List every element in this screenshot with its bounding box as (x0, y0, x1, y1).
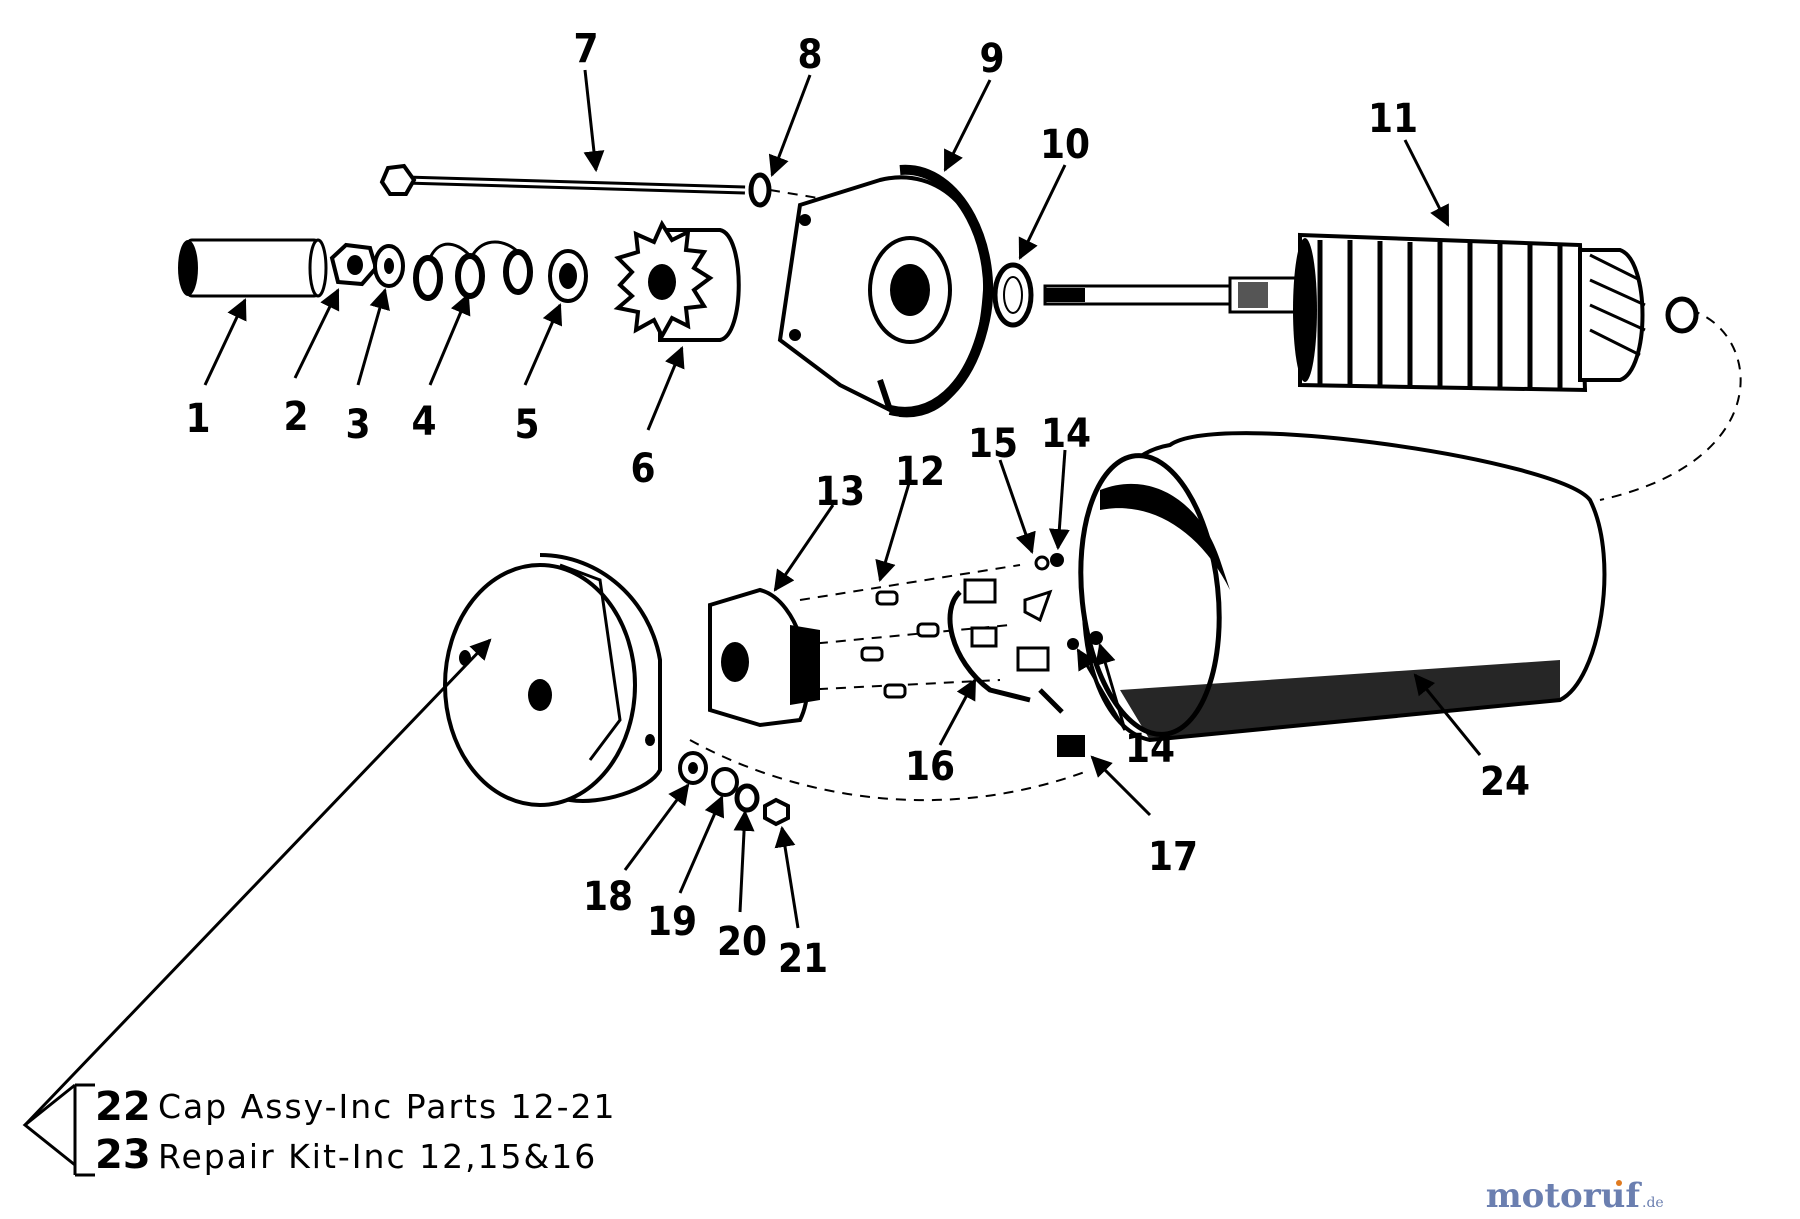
part-18-21-terminal-hardware (678, 751, 790, 827)
watermark-logo: motoruf .de (1486, 1176, 1664, 1216)
callout-3: 3 (345, 402, 370, 448)
callout-7: 7 (573, 26, 598, 72)
callout-11: 11 (1368, 96, 1418, 142)
legend-text-23: Repair Kit-Inc 12,15&16 (158, 1137, 597, 1176)
legend-num-23: 23 (95, 1132, 151, 1178)
callout-9: 9 (979, 36, 1004, 82)
legend: 22 Cap Assy-Inc Parts 12-21 23 Repair Ki… (95, 1084, 617, 1178)
part-1-drive-sleeve (178, 238, 328, 298)
callout-15: 15 (968, 421, 1018, 467)
part-10-thrust-washer (992, 262, 1034, 328)
part-8-lock-washer (748, 172, 772, 208)
part-11-armature (1043, 232, 1699, 393)
part-6-drive-pinion (613, 219, 741, 342)
watermark-tld: .de (1642, 1195, 1664, 1211)
legend-text-22: Cap Assy-Inc Parts 12-21 (158, 1087, 617, 1126)
part-16-brush-leads (947, 578, 1064, 714)
part-22-end-cap (443, 553, 662, 807)
callout-14-top: 14 (1041, 411, 1091, 457)
part-14-15-screws (1034, 553, 1103, 650)
legend-bracket-leader (22, 638, 492, 1177)
part-2-nut (329, 242, 379, 287)
callout-21: 21 (778, 936, 828, 982)
callout-24: 24 (1480, 759, 1530, 805)
leader-arrows (203, 69, 1482, 929)
callout-19: 19 (647, 899, 697, 945)
callout-6: 6 (630, 446, 655, 492)
part-17-terminal-insulator (1057, 735, 1085, 757)
part-12-brush-springs (860, 590, 940, 699)
callout-17: 17 (1148, 834, 1198, 880)
part-13-brush-holder (708, 587, 820, 728)
callout-1: 1 (185, 396, 210, 442)
callout-14-bottom: 14 (1125, 726, 1175, 772)
callout-4: 4 (411, 399, 436, 445)
callout-8: 8 (797, 32, 822, 78)
callout-numbers: 1 2 3 4 5 6 7 8 9 10 11 12 13 14 14 15 1… (185, 26, 1530, 982)
part-5-collar (548, 249, 588, 303)
part-4-spring (413, 240, 533, 301)
callout-2: 2 (283, 394, 308, 440)
callout-12: 12 (895, 449, 945, 495)
part-9-drive-end-housing (777, 164, 994, 418)
part-24-frame-tube (1078, 431, 1607, 743)
callout-10: 10 (1040, 122, 1090, 168)
callout-13: 13 (815, 469, 865, 515)
part-7-through-bolt (379, 163, 746, 196)
callout-20: 20 (717, 919, 767, 965)
callout-16: 16 (905, 744, 955, 790)
part-3-washer (373, 244, 405, 288)
callout-5: 5 (514, 402, 539, 448)
legend-num-22: 22 (95, 1084, 151, 1130)
callout-18: 18 (583, 874, 633, 920)
